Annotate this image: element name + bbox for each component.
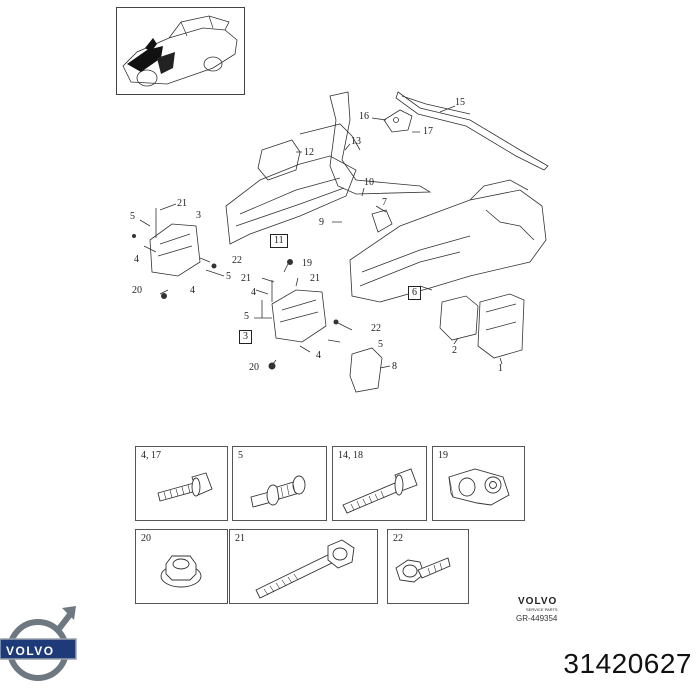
detail-panel-4-17: 4, 17	[135, 446, 228, 521]
detail-panel-21: 21	[229, 529, 378, 604]
service-parts-stamp: VOLVO SERVICE PARTS GR-449354	[512, 596, 582, 626]
callout-7: 7	[382, 197, 387, 208]
callout-4: 4	[251, 287, 256, 298]
callout-16: 16	[359, 111, 369, 122]
callout-11: 11	[270, 234, 288, 248]
callout-3: 3	[239, 330, 252, 344]
exploded-view-drawing	[132, 91, 549, 393]
vehicle-thumbnail	[116, 7, 245, 95]
callout-20: 20	[249, 362, 259, 373]
callout-15: 15	[455, 97, 465, 108]
callout-22: 22	[232, 255, 242, 266]
panel-label: 20	[141, 533, 151, 544]
panel-label: 19	[438, 450, 448, 461]
panel-label: 4, 17	[141, 450, 161, 461]
detail-panel-20: 20	[135, 529, 228, 604]
callout-5: 5	[226, 271, 231, 282]
logo-text: VOLVO	[6, 644, 55, 658]
volvo-logo: VOLVO	[0, 604, 78, 690]
callout-6: 6	[408, 286, 421, 300]
callout-12: 12	[304, 147, 314, 158]
stamp-brand: VOLVO	[518, 596, 558, 607]
callout-21: 21	[241, 273, 251, 284]
callout-9: 9	[319, 217, 324, 228]
stamp-sub: SERVICE PARTS	[526, 607, 558, 612]
callout-4: 4	[316, 350, 321, 361]
long-bolt-icon	[255, 539, 355, 599]
callout-2: 2	[452, 345, 457, 356]
callout-4: 4	[134, 254, 139, 265]
flange-nut-icon	[160, 555, 202, 588]
detail-panel-22: 22	[387, 529, 469, 604]
hex-bolt-icon	[395, 557, 451, 583]
panel-label: 5	[238, 450, 243, 461]
panel-label: 21	[235, 533, 245, 544]
long-flange-bolt-icon	[342, 468, 418, 514]
panel-label: 14, 18	[338, 450, 363, 461]
callout-5: 5	[244, 311, 249, 322]
callout-21: 21	[310, 273, 320, 284]
callout-21: 21	[177, 198, 187, 209]
part-number: 31420627	[563, 648, 692, 679]
callout-4: 4	[190, 285, 195, 296]
callout-17: 17	[423, 126, 433, 137]
detail-panel-14-18: 14, 18	[332, 446, 427, 521]
callout-1: 1	[498, 363, 503, 374]
clip-nut-icon	[448, 468, 510, 506]
callout-3: 3	[196, 210, 201, 221]
flange-bolt-icon	[157, 472, 213, 502]
callout-19: 19	[302, 258, 312, 269]
callout-5: 5	[130, 211, 135, 222]
detail-panel-5: 5	[232, 446, 327, 521]
callout-10: 10	[364, 177, 374, 188]
volvo-emblem-icon	[0, 606, 77, 681]
callout-5: 5	[378, 339, 383, 350]
callout-13: 13	[351, 136, 361, 147]
stamp-ref: GR-449354	[516, 614, 558, 623]
panel-label: 22	[393, 533, 403, 544]
detail-panel-19: 19	[432, 446, 525, 521]
stud-bolt-icon	[250, 475, 306, 508]
callout-20: 20	[132, 285, 142, 296]
callout-8: 8	[392, 361, 397, 372]
callout-22: 22	[371, 323, 381, 334]
